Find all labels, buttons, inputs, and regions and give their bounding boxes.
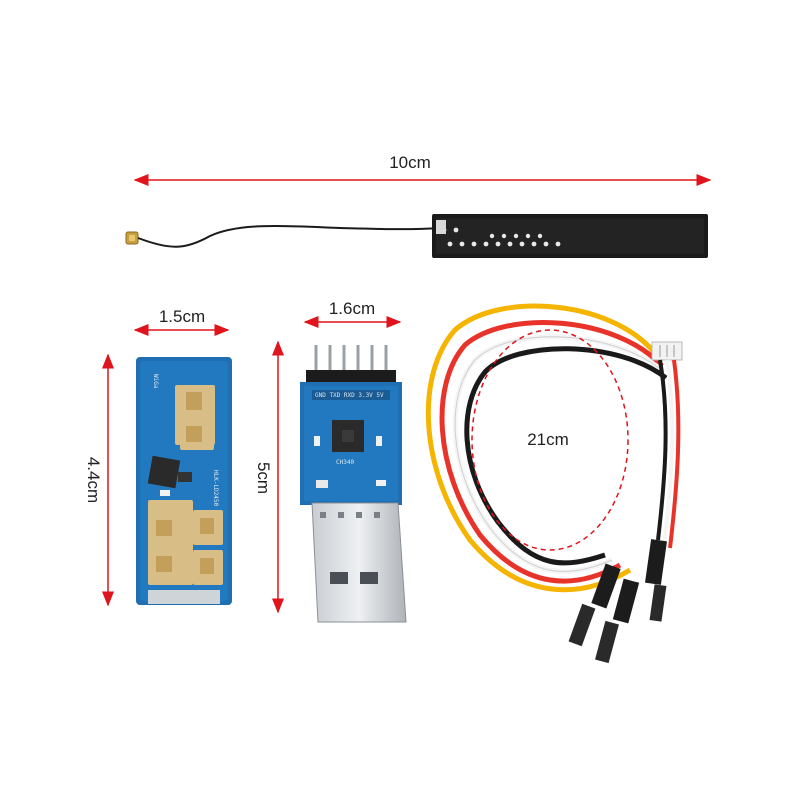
usb-adapter-icon: GND TXD RXD 3.3V 5V CH340 xyxy=(300,345,407,623)
radar-width-label: 1.5cm xyxy=(159,307,205,326)
usb-pins-text: GND TXD RXD 3.3V 5V xyxy=(315,392,384,399)
usb-width-label: 1.6cm xyxy=(329,299,375,318)
cable-length-annotation: 21cm xyxy=(471,329,629,551)
usb-height-label: 5cm xyxy=(254,462,273,494)
radar-logo-text: WiGa xyxy=(152,374,159,389)
antenna-length-label: 10cm xyxy=(389,153,431,172)
usb-width-dimension: 1.6cm xyxy=(303,299,402,328)
antenna-dimension: 10cm xyxy=(133,153,712,186)
antenna-icon xyxy=(125,214,708,258)
radar-width-dimension: 1.5cm xyxy=(133,307,230,336)
usb-chip-text: CH340 xyxy=(336,459,354,466)
cable-length-label: 21cm xyxy=(527,430,569,449)
cable-icon xyxy=(425,303,683,664)
radar-height-label: 4.4cm xyxy=(84,457,103,503)
radar-height-dimension: 4.4cm xyxy=(84,353,114,607)
radar-sensor-icon: HLK-LD2450 WiGa xyxy=(136,357,232,605)
radar-model-text: HLK-LD2450 xyxy=(212,470,219,507)
usb-height-dimension: 5cm xyxy=(254,340,284,614)
